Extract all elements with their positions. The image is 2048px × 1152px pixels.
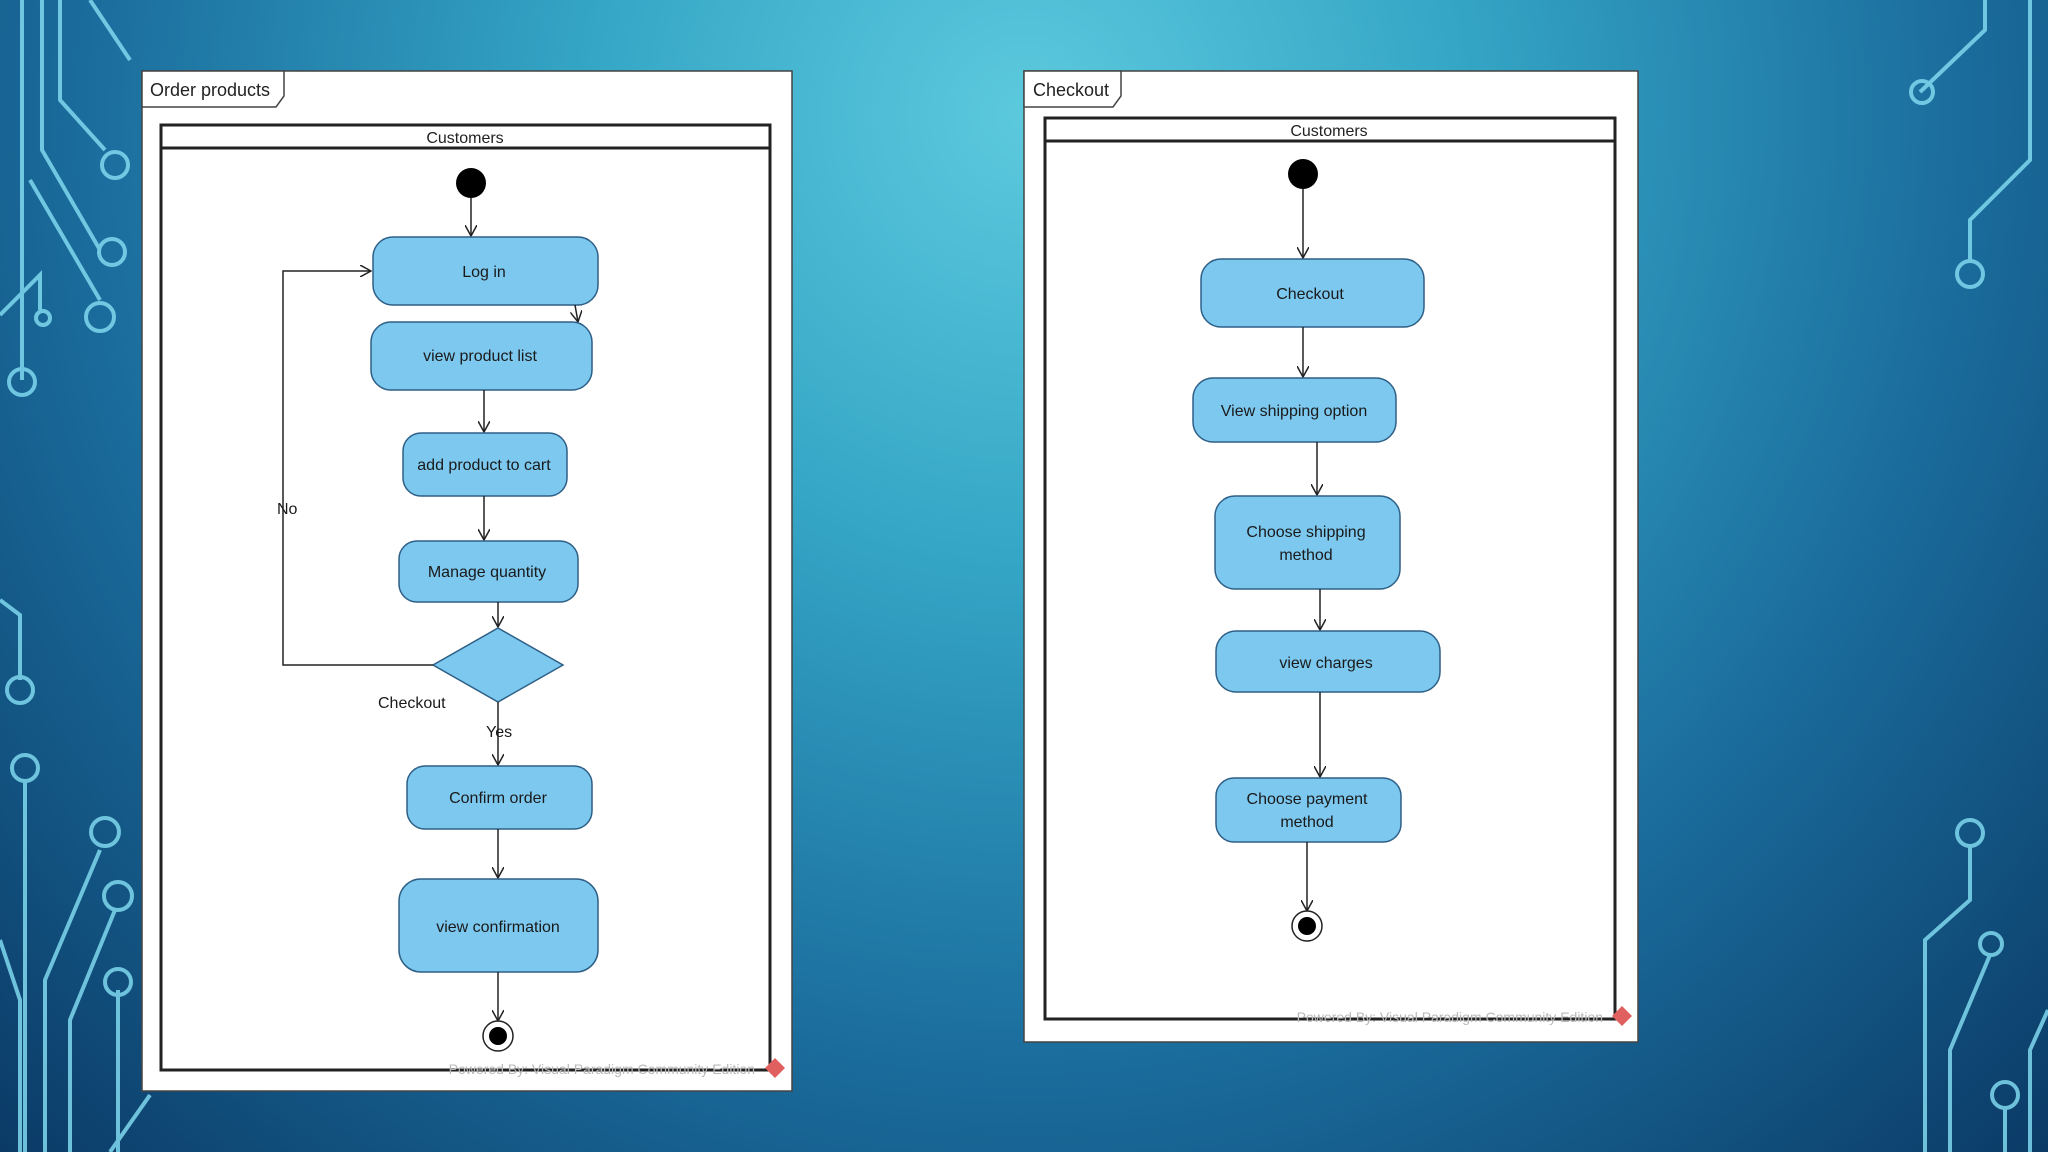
circuit-decoration-left [0, 0, 152, 1152]
action-label: Confirm order [449, 790, 547, 807]
action-log-in [372, 236, 599, 306]
action-checkout [1200, 258, 1425, 328]
edge-label-yes: Yes [486, 724, 512, 741]
initial-node [1288, 159, 1318, 189]
action-label: Checkout [1276, 286, 1344, 303]
action-label: view product list [423, 348, 537, 365]
watermark: Powered By: Visual Paradigm Community Ed… [1297, 1009, 1603, 1025]
action-manage-quantity [398, 540, 579, 603]
frame-title: Order products [150, 80, 270, 100]
action-label: view confirmation [436, 919, 560, 936]
action-view-charges [1215, 630, 1441, 693]
action-add-product-to-cart [402, 432, 568, 497]
action-label: Manage quantity [428, 564, 546, 581]
frame-tab [1023, 70, 1122, 108]
circuit-decoration-right [1909, 0, 2048, 1152]
action-confirm-order [406, 765, 593, 830]
swimlane-title: Customers [426, 130, 503, 147]
swimlane [159, 123, 772, 1072]
frame-tab [141, 70, 285, 108]
action-choose-payment-method [1215, 777, 1402, 843]
edge-label-checkout: Checkout [378, 695, 446, 712]
watermark-logo [765, 1058, 785, 1078]
swimlane [1043, 116, 1617, 1021]
swimlane-title: Customers [1290, 123, 1367, 140]
action-label-line1: Choose payment [1247, 791, 1369, 808]
edge-no [282, 271, 433, 666]
action-choose-shipping-method [1214, 495, 1401, 590]
action-label: add product to cart [417, 457, 551, 474]
action-view-shipping-option [1192, 377, 1397, 443]
action-label-line2: method [1280, 814, 1333, 831]
action-label-line1: Choose shipping [1246, 524, 1365, 541]
watermark: Powered By: Visual Paradigm Community Ed… [449, 1061, 755, 1077]
action-label: Log in [462, 264, 506, 281]
order-products-diagram: Order products Customers Log in view pro… [141, 70, 793, 1092]
action-label: View shipping option [1221, 403, 1367, 420]
frame-title: Checkout [1033, 80, 1109, 100]
action-view-product-list [370, 321, 593, 391]
initial-node [456, 168, 486, 198]
action-label-line2: method [1279, 547, 1332, 564]
action-label: view charges [1279, 655, 1372, 672]
watermark-logo [1612, 1006, 1632, 1026]
checkout-diagram: Checkout Customers Checkout View shippin… [1023, 70, 1639, 1043]
edge-label-no: No [277, 501, 298, 518]
